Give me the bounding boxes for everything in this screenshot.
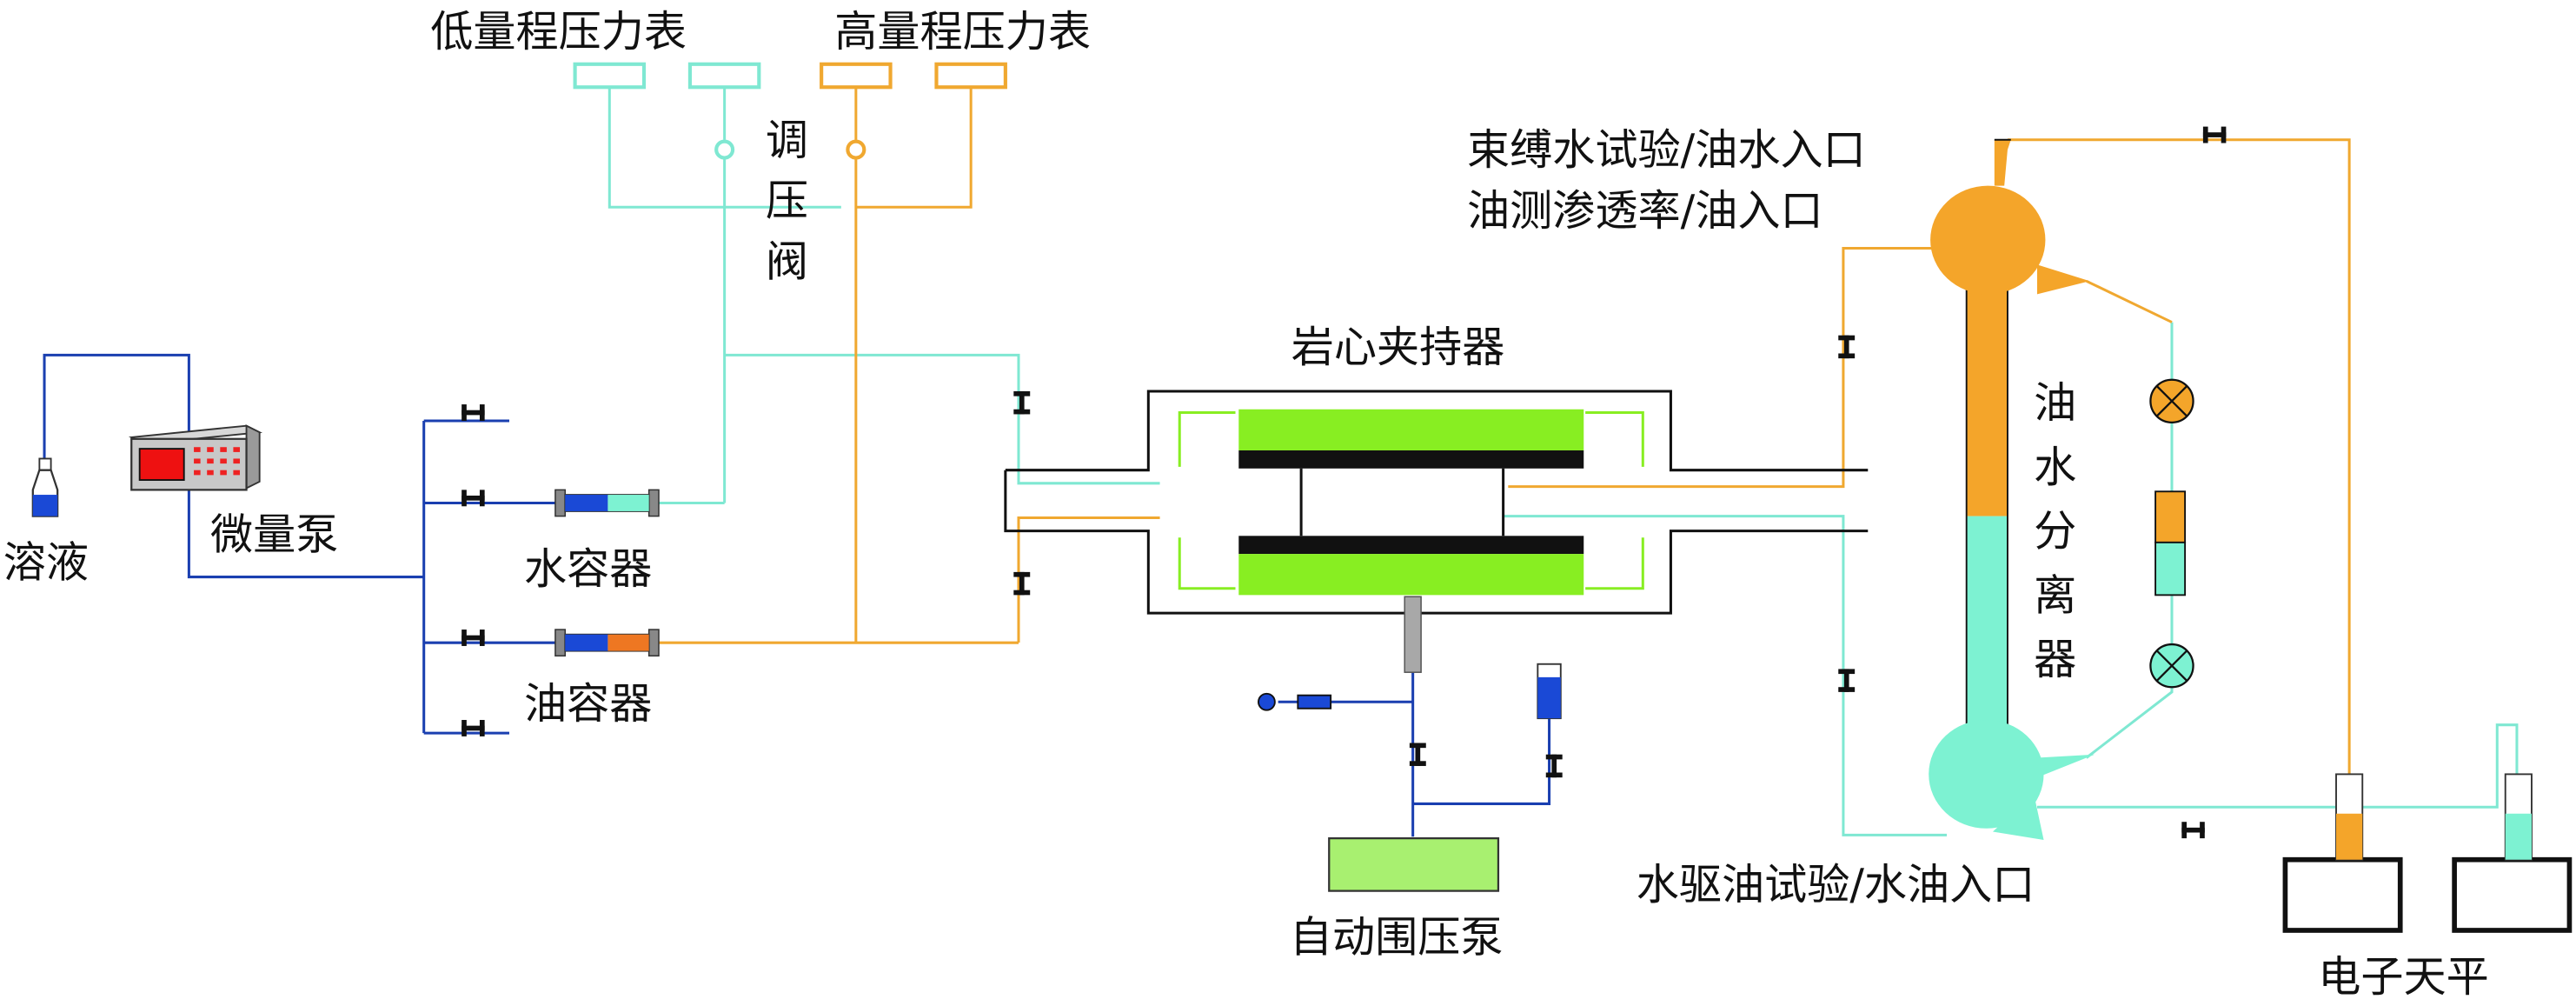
valve-icon: [1838, 669, 1856, 692]
high-range-gauge-label: 高量程压力表: [834, 6, 1091, 57]
valve-icon: [1013, 390, 1031, 415]
indicators: [2149, 378, 2194, 689]
oil-water-separator: [1929, 138, 2095, 841]
solution-label: 溶液: [3, 537, 89, 588]
bottom-components: [1258, 663, 1562, 892]
pressure-gauge-icon: [820, 62, 893, 90]
pressure-gauge-icon: [934, 62, 1007, 90]
regulator-valve-label-3: 阀: [766, 237, 808, 287]
micro-pump-label: 微量泵: [210, 509, 338, 559]
valve-icon: [1013, 571, 1031, 596]
oil-permeability-inlet-label: 油测渗透率/油入口: [1467, 185, 1823, 236]
oil-container-label: 油容器: [524, 678, 652, 729]
feed-lines: [43, 353, 1551, 837]
core-holder: [1004, 390, 1869, 673]
oil-lines: [659, 87, 2351, 775]
valve-icon: [2181, 822, 2205, 839]
separator-label-1: 油: [2034, 377, 2076, 428]
oil-container: [554, 629, 660, 657]
water-lines: [607, 87, 2519, 836]
auto-pump-label: 自动围压泵: [1290, 912, 1504, 963]
separator-label-3: 分: [2034, 506, 2076, 556]
valve-icon: [1838, 335, 1856, 359]
pressure-gauge-icon: [687, 62, 761, 90]
valve-icon: [461, 404, 485, 421]
high-range-gauges: [820, 62, 1007, 160]
bound-water-inlet-label: 束缚水试验/油水入口: [1467, 124, 1866, 175]
pressure-gauge-icon: [573, 62, 647, 90]
separator-label-4: 离: [2034, 570, 2076, 620]
labels: 低量程压力表 高量程压力表 调 压 阀 溶液 微量泵 水容器 油容器 岩心夹持器…: [3, 6, 2489, 1002]
regulator-valve-label-1: 调: [766, 115, 808, 165]
auto-confining-pump: [1328, 836, 1500, 892]
electronic-balance-label: 电子天平: [2318, 951, 2489, 1002]
water-container: [554, 489, 660, 517]
water-container-label: 水容器: [524, 543, 652, 594]
low-range-gauge-label: 低量程压力表: [430, 6, 687, 57]
core-holder-label: 岩心夹持器: [1291, 322, 1505, 372]
water-flood-inlet-label: 水驱油试验/水油入口: [1637, 859, 2035, 909]
regulator-valve-label-2: 压: [766, 176, 808, 226]
separator-label-5: 器: [2034, 634, 2076, 684]
cross-circle-indicator-icon: [2149, 378, 2194, 424]
separator-label-2: 水: [2034, 442, 2076, 492]
low-range-gauges: [573, 62, 761, 160]
electronic-balance: [2282, 773, 2573, 933]
micro-pump: [128, 424, 263, 491]
cross-circle-indicator-icon: [2149, 643, 2194, 689]
solution-bottle: [31, 457, 59, 517]
